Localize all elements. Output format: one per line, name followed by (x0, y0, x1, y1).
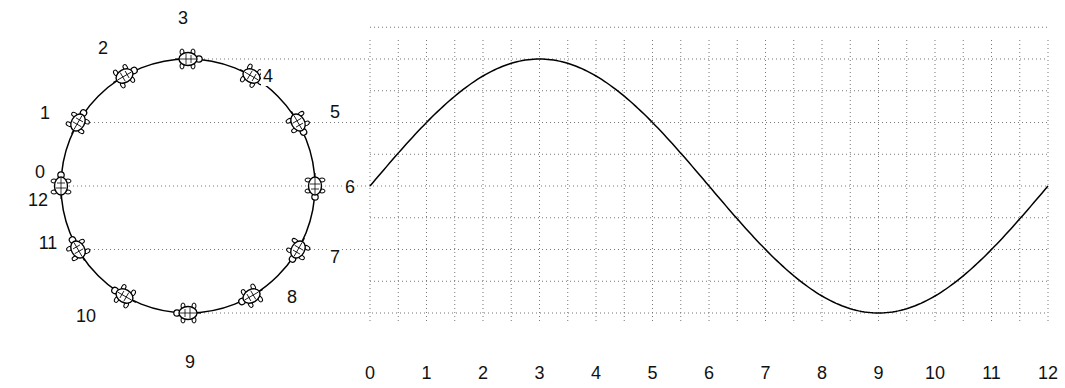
position-number: 11 (37, 233, 60, 253)
axis-tick-label: 10 (923, 363, 947, 383)
position-number: 9 (183, 352, 197, 372)
position-number: 2 (96, 38, 110, 58)
position-number: 4 (261, 66, 275, 86)
axis-tick-label: 6 (702, 363, 716, 383)
axis-tick-label: 4 (589, 363, 603, 383)
axis-tick-label: 3 (532, 363, 546, 383)
sine-curve (370, 59, 1048, 313)
axis-tick-label: 8 (815, 363, 829, 383)
position-number: 6 (343, 177, 357, 197)
axis-tick-label: 7 (758, 363, 772, 383)
axis-tick-label: 12 (1036, 363, 1060, 383)
turtle-circle (61, 59, 315, 313)
position-number: 3 (176, 8, 190, 28)
axis-tick-label: 11 (980, 363, 1003, 383)
axis-tick-label: 9 (871, 363, 885, 383)
dotted-grid (61, 27, 1048, 322)
axis-tick-label: 5 (645, 363, 659, 383)
position-number: 0 (33, 162, 47, 182)
axis-tick-label: 0 (363, 363, 377, 383)
axis-tick-label: 2 (476, 363, 490, 383)
position-number: 10 (74, 306, 98, 326)
axis-tick-label: 1 (419, 363, 433, 383)
position-number: 1 (38, 103, 52, 123)
turtles (51, 49, 325, 323)
position-number: 12 (26, 190, 50, 210)
position-number: 8 (285, 287, 299, 307)
position-number: 5 (328, 102, 342, 122)
position-number: 7 (328, 247, 342, 267)
